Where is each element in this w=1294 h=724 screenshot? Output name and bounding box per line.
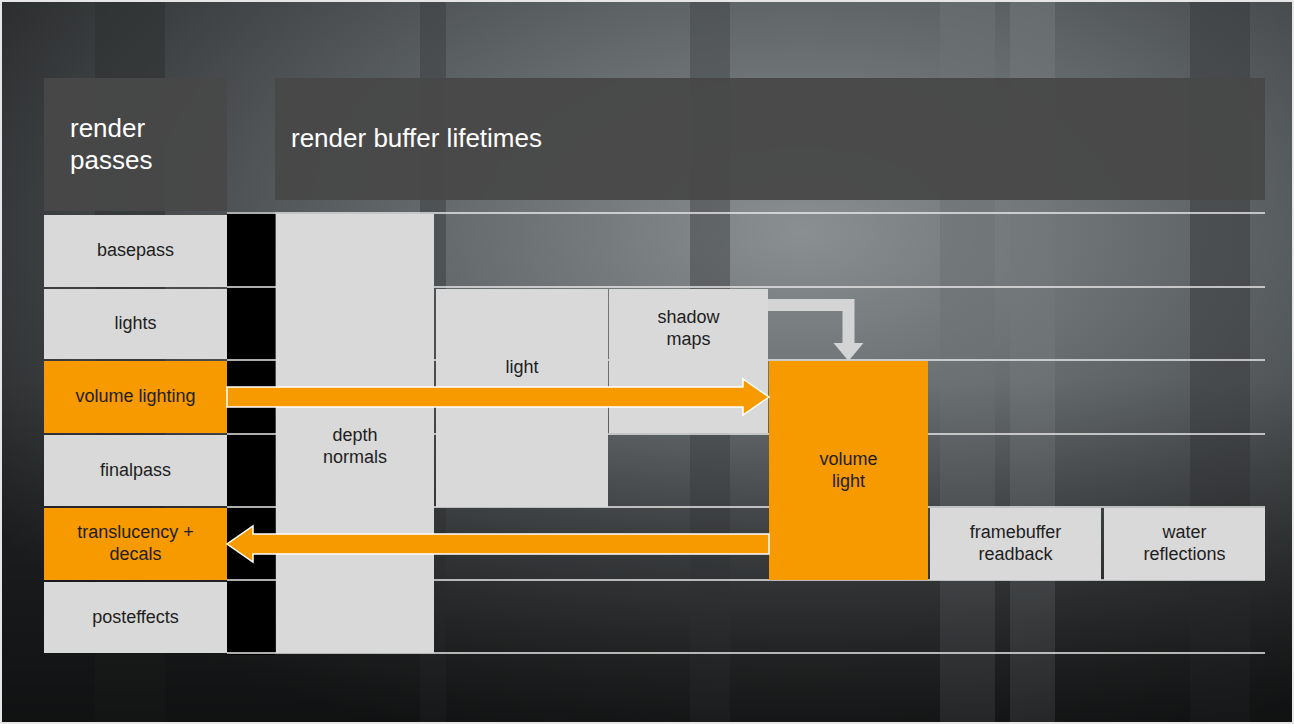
render-pass-box: posteffects: [44, 582, 227, 653]
feed-arrow-head: [834, 343, 864, 361]
feed-arrow: [768, 305, 864, 361]
buffer-box: volume light: [769, 361, 928, 580]
header-box: render passes: [44, 78, 227, 211]
buffer-box: light: [436, 289, 608, 507]
render-pass-box: translucency + decals: [44, 508, 227, 580]
row-lines: [227, 213, 1265, 653]
buffer-box: water reflections: [1104, 508, 1265, 580]
box-label: volume light: [804, 449, 894, 492]
box-label: shadow maps: [644, 307, 734, 350]
buffer-box: shadow maps: [609, 289, 768, 433]
box-label: finalpass: [100, 460, 171, 482]
box-label: lights: [114, 313, 156, 335]
render-pass-box: basepass: [44, 215, 227, 287]
render-pass-box: lights: [44, 289, 227, 359]
box-label: translucency + decals: [61, 522, 211, 565]
box-label: framebuffer readback: [961, 522, 1071, 565]
header-box: render buffer lifetimes: [275, 78, 1265, 200]
box-label: render buffer lifetimes: [291, 123, 542, 154]
feed-arrow-shaft: [768, 305, 849, 343]
box-label: render passes: [70, 113, 190, 175]
box-label: volume lighting: [75, 386, 195, 408]
buffer-box: framebuffer readback: [930, 508, 1101, 580]
box-label: posteffects: [92, 607, 179, 629]
box-label: water reflections: [1135, 522, 1235, 565]
box-label: light: [505, 357, 538, 379]
render-pass-box: finalpass: [44, 435, 227, 506]
buffer-box: depth normals: [276, 214, 434, 653]
box-label: depth normals: [310, 425, 400, 468]
box-label: basepass: [97, 240, 174, 262]
render-pass-box: volume lighting: [44, 361, 227, 433]
